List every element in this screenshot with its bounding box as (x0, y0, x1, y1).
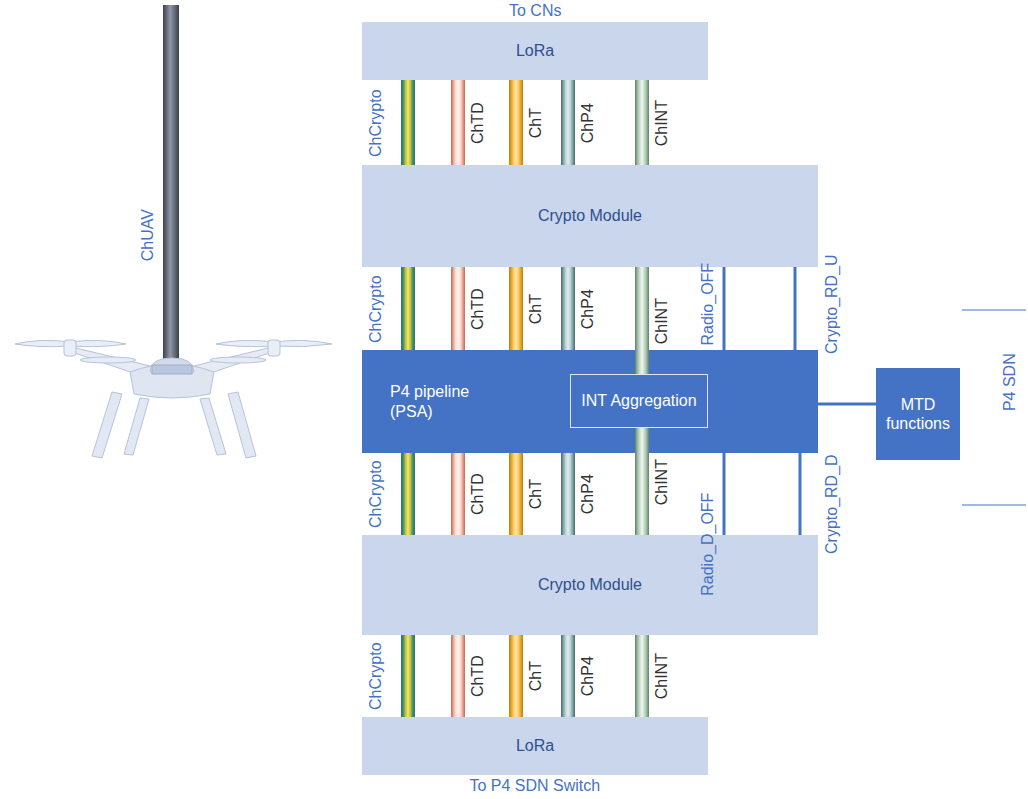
box-text: Crypto Module (538, 206, 642, 225)
channel-band (401, 635, 415, 717)
signal-label: ChCrypto (367, 460, 385, 528)
drone-body (130, 358, 214, 398)
channel-band (561, 267, 575, 350)
signal-label: Crypto_RD_D (823, 454, 841, 554)
group-label: P4 SDN (1001, 353, 1019, 411)
channel-band (451, 267, 465, 350)
channel-band (401, 80, 415, 165)
drone-legs (92, 392, 256, 458)
signal-label: ChP4 (579, 289, 597, 329)
signal-label: ChT (527, 108, 545, 138)
signal-label: ChCrypto (367, 642, 385, 710)
control-line (799, 453, 802, 535)
signal-label: ChCrypto (367, 275, 385, 343)
port-label: To P4 SDN Switch (470, 777, 601, 795)
channel-band (635, 267, 649, 374)
box-text: P4 pipeline (PSA) (390, 382, 490, 420)
control-line (723, 453, 726, 535)
control-line (723, 267, 726, 350)
signal-label: ChP4 (579, 656, 597, 696)
channel-band (509, 267, 523, 350)
signal-label: ChINT (653, 298, 671, 344)
crypto-box: Crypto Module (362, 165, 818, 267)
signal-label: ChTD (469, 473, 487, 515)
channel-band (401, 453, 415, 535)
signal-label: Radio_OFF (699, 262, 717, 345)
channel-band (401, 267, 415, 350)
signal-label: ChINT (653, 100, 671, 146)
channel-band (509, 80, 523, 165)
signal-label: Crypto_RD_U (823, 254, 841, 354)
signal-label: ChP4 (579, 474, 597, 514)
channel-band (509, 453, 523, 535)
signal-label: Radio_D_OFF (699, 493, 717, 596)
radio-box: LoRa (362, 22, 708, 80)
pipeline-box: P4 pipeline (PSA) INT Aggregation (362, 350, 818, 453)
port-label: To CNs (509, 2, 561, 20)
signal-label: ChINT (653, 653, 671, 699)
function-box: MTD functions (876, 368, 960, 460)
signal-label: ChCrypto (367, 89, 385, 157)
box-text: MTD functions (884, 395, 952, 433)
crypto-box: Crypto Module (362, 535, 818, 635)
channel-band (451, 453, 465, 535)
signal-label: ChTD (469, 655, 487, 697)
channel-band (561, 635, 575, 717)
channel-band (561, 453, 575, 535)
channel-band (561, 80, 575, 165)
signal-label: ChINT (653, 459, 671, 505)
box-text: Crypto Module (538, 575, 642, 594)
control-line (818, 403, 876, 406)
bracket-line (962, 310, 1026, 311)
channel-label: ChUAV (139, 209, 157, 261)
channel-band (509, 635, 523, 717)
bracket-line (962, 505, 1026, 506)
radio-box: LoRa (362, 717, 708, 775)
channel-band (635, 635, 649, 717)
box-text: INT Aggregation (581, 391, 696, 410)
signal-label: ChT (527, 294, 545, 324)
signal-label: ChT (527, 661, 545, 691)
channel-band (451, 80, 465, 165)
box-text: LoRa (516, 41, 554, 60)
signal-label: ChP4 (579, 103, 597, 143)
box-text: LoRa (516, 736, 554, 755)
signal-label: ChTD (469, 288, 487, 330)
signal-label: ChTD (469, 102, 487, 144)
antenna-pole (163, 5, 179, 363)
channel-band (635, 80, 649, 165)
channel-band (451, 635, 465, 717)
control-line (794, 267, 797, 350)
aggregation-box: INT Aggregation (570, 374, 708, 428)
channel-band (635, 428, 649, 535)
signal-label: ChT (527, 479, 545, 509)
